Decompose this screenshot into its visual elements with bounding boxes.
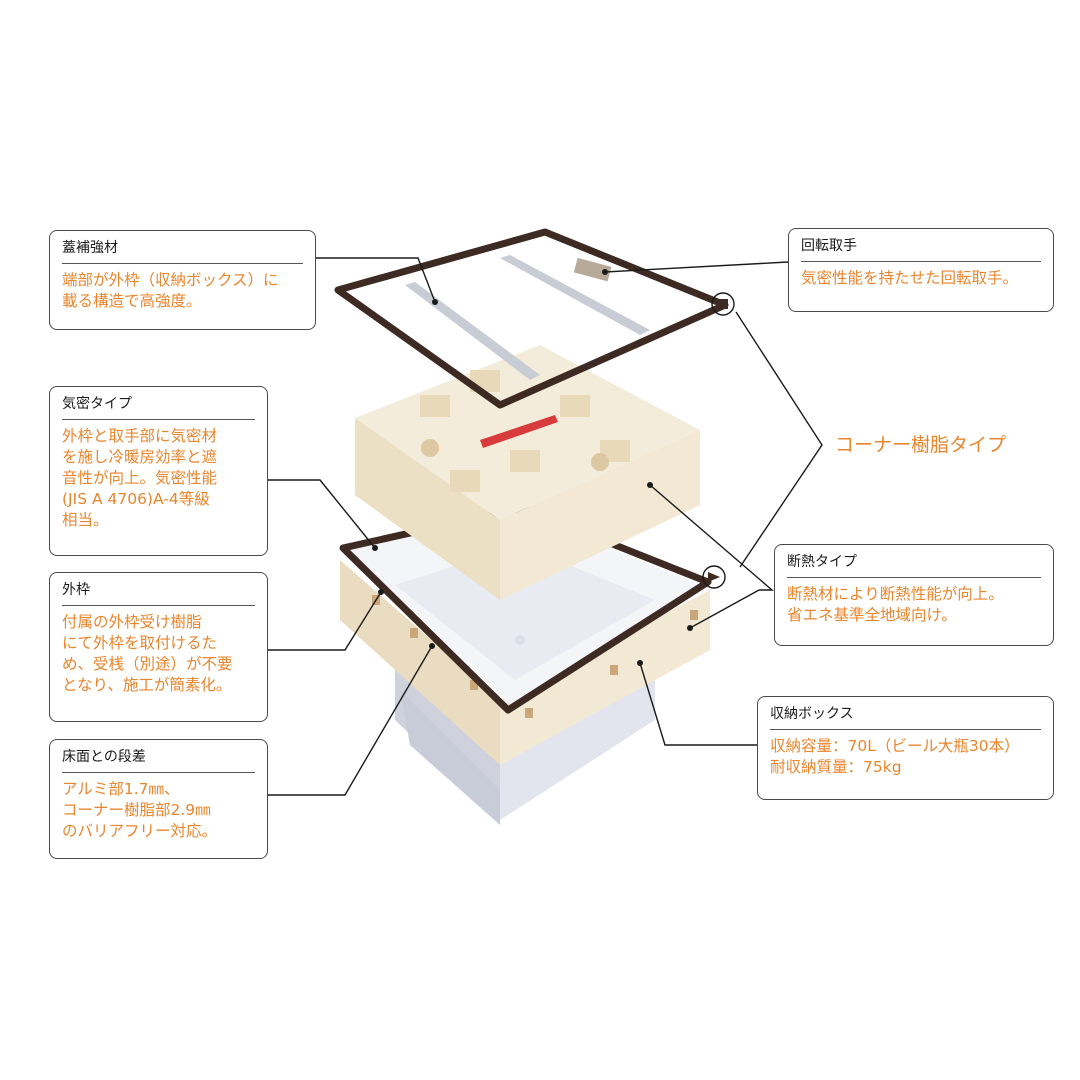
corner-resin-icons — [708, 299, 728, 582]
callout-insulation-type: 断熱タイプ 断熱材により断熱性能が向上。 省エネ基準全地域向け。 — [774, 544, 1054, 646]
corner-resin-type-label: コーナー樹脂タイプ — [835, 434, 1007, 456]
callout-title: 外枠 — [62, 581, 255, 606]
callout-body: 収納容量：70L（ビール大瓶30本） 耐収納質量：75kg — [770, 737, 1020, 776]
callout-body: 端部が外枠（収納ボックス）に 載る構造で高強度。 — [62, 271, 279, 310]
callout-body: 断熱材により断熱性能が向上。 省エネ基準全地域向け。 — [787, 585, 1004, 624]
callout-title: 蓋補強材 — [62, 239, 303, 264]
insulation-block — [355, 345, 700, 600]
callout-title: 床面との段差 — [62, 748, 255, 773]
callout-rotating-handle: 回転取手 気密性能を持たせた回転取手。 — [788, 228, 1054, 312]
callout-body: 気密性能を持たせた回転取手。 — [801, 269, 1019, 287]
callout-lid-reinforcement: 蓋補強材 端部が外枠（収納ボックス）に 載る構造で高強度。 — [49, 230, 316, 330]
corner-highlight-circles — [702, 292, 735, 589]
callout-title: 断熱タイプ — [787, 553, 1041, 578]
leader-lines — [268, 257, 823, 796]
callout-floor-step: 床面との段差 アルミ部1.7㎜、 コーナー樹脂部2.9㎜ のバリアフリー対応。 — [49, 739, 268, 859]
storage-box-interior — [350, 512, 700, 705]
callout-title: 気密タイプ — [62, 395, 255, 420]
callout-airtight-type: 気密タイプ 外枠と取手部に気密材 を施し冷暖房効率と遮 音性が向上。気密性能 (… — [49, 386, 268, 556]
callout-storage-box: 収納ボックス 収納容量：70L（ビール大瓶30本） 耐収納質量：75kg — [757, 696, 1054, 800]
callout-title: 回転取手 — [801, 237, 1041, 262]
callout-title: 収納ボックス — [770, 705, 1041, 730]
callout-body: 付属の外枠受け樹脂 にて外枠を取付けるた め、受桟（別途）が不要 となり、施工が… — [62, 613, 233, 694]
callout-outer-frame: 外枠 付属の外枠受け樹脂 にて外枠を取付けるた め、受桟（別途）が不要 となり、… — [49, 572, 268, 722]
callout-body: 外枠と取手部に気密材 を施し冷暖房効率と遮 音性が向上。気密性能 (JIS A … — [62, 427, 218, 529]
callout-body: アルミ部1.7㎜、 コーナー樹脂部2.9㎜ のバリアフリー対応。 — [62, 780, 218, 840]
leader-dots — [372, 269, 693, 666]
